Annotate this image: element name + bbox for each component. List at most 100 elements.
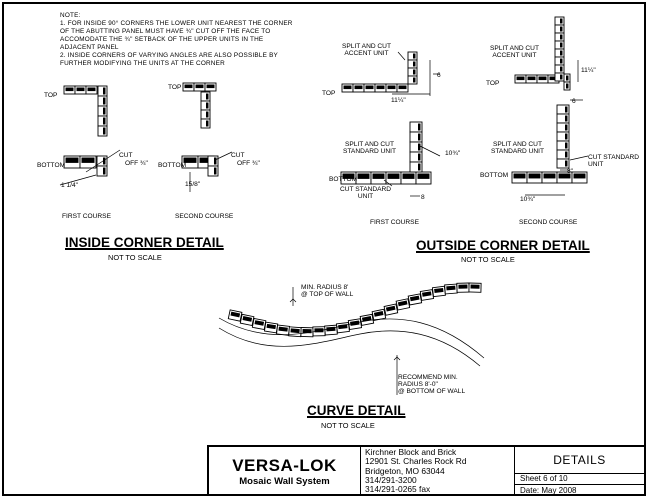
block-face xyxy=(230,311,241,318)
block-face xyxy=(418,133,421,141)
address-line: 12901 St. Charles Rock Rd xyxy=(365,456,467,467)
block-face xyxy=(413,77,416,83)
note-line: NOTE: xyxy=(60,12,81,19)
block-face xyxy=(343,85,352,90)
block-face xyxy=(103,157,106,165)
address-line: Kirchner Block and Brick xyxy=(365,447,457,457)
block-unit xyxy=(407,67,418,77)
outside-dim-1034-second: 10¾" xyxy=(520,196,536,203)
curve-bottom-line xyxy=(218,327,481,367)
block-face xyxy=(516,76,525,81)
outside-top-label-first: TOP xyxy=(322,90,336,97)
block-unit xyxy=(96,165,108,177)
break-mark xyxy=(289,298,401,361)
block-face xyxy=(566,83,569,89)
block-face xyxy=(538,76,547,81)
block-face xyxy=(278,326,288,332)
curve-block xyxy=(335,321,350,334)
block-unit xyxy=(407,75,418,85)
block-face xyxy=(417,173,430,179)
note-line: 2. INSIDE CORNERS OF VARYING ANGLES ARE … xyxy=(60,52,279,59)
curve-block xyxy=(251,317,267,331)
block-unit xyxy=(554,56,565,66)
block-face xyxy=(214,157,217,165)
note-line: FURTHER MODIFYING THE UNITS AT THE CORNE… xyxy=(60,60,225,67)
block-face xyxy=(103,117,106,125)
block-face xyxy=(413,61,416,67)
inside-dim-first: 1 1/4" xyxy=(61,182,79,189)
block-face xyxy=(560,18,563,24)
block-unit xyxy=(554,24,565,34)
block-face xyxy=(357,173,370,179)
block-unit xyxy=(207,165,219,177)
block-unit xyxy=(407,51,418,61)
block-face xyxy=(206,120,209,127)
curve-block xyxy=(431,285,446,298)
dimension-line xyxy=(59,174,97,186)
leader-line xyxy=(383,179,393,187)
block-face xyxy=(418,163,421,171)
block-face xyxy=(566,75,569,81)
curve-block xyxy=(456,282,470,293)
curve-block xyxy=(407,293,423,306)
brand-cell: VERSA-LOK Mosaic Wall System xyxy=(209,447,361,496)
outside-split-accent-second: SPLIT AND CUT ACCENT UNIT xyxy=(490,45,539,59)
block-face xyxy=(402,173,415,179)
supplier-address: Kirchner Block and Brick 12901 St. Charl… xyxy=(361,447,515,496)
block-face xyxy=(183,157,197,163)
curve-block xyxy=(347,318,363,331)
block-face xyxy=(418,143,421,151)
block-face xyxy=(565,133,568,140)
block-face xyxy=(565,115,568,122)
block-unit xyxy=(97,105,108,117)
inside-cut-off-first: OFF ¾" xyxy=(125,160,148,167)
block-face xyxy=(543,173,556,179)
block-unit xyxy=(200,100,211,111)
section-title: DETAILS xyxy=(515,447,644,474)
block-unit xyxy=(554,16,565,26)
block-unit xyxy=(200,118,211,129)
inside-cut-label-second: CUT xyxy=(231,152,245,159)
curve-block xyxy=(239,313,255,327)
outside-top-label-second: TOP xyxy=(486,80,500,87)
outside-split-standard-second: SPLIT AND CUT STANDARD UNIT xyxy=(491,141,544,155)
sheet-number: Sheet 6 of 10 xyxy=(515,473,644,485)
outside-cut-standard-second: CUT STANDARD UNIT xyxy=(588,154,640,168)
block-unit xyxy=(409,161,423,173)
curve-block xyxy=(444,283,458,295)
block-face xyxy=(103,167,106,175)
block-face xyxy=(527,76,536,81)
sheet-info: DETAILS Sheet 6 of 10 Date: May 2008 xyxy=(515,447,644,496)
block-face xyxy=(418,153,421,161)
block-face xyxy=(458,284,468,289)
block-unit xyxy=(200,91,211,102)
inside-cut-off-second: OFF ¾" xyxy=(237,160,260,167)
block-face xyxy=(103,127,106,135)
block-face xyxy=(103,97,106,105)
block-face xyxy=(81,157,95,163)
block-face xyxy=(565,142,568,149)
outside-dim-1034-first: 10¾" xyxy=(445,150,461,157)
block-unit xyxy=(554,32,565,42)
block-face xyxy=(573,173,586,179)
block-unit xyxy=(97,95,108,107)
block-face xyxy=(65,157,79,163)
block-face xyxy=(65,87,74,92)
leader-line xyxy=(397,51,406,61)
curve-block xyxy=(419,289,435,301)
block-face xyxy=(103,87,106,95)
block-face xyxy=(376,85,385,90)
block-face xyxy=(206,102,209,109)
block-face xyxy=(290,328,300,334)
leader-line xyxy=(214,151,233,161)
block-face xyxy=(565,124,568,131)
block-face xyxy=(513,173,526,179)
inside-bottom-label-first: BOTTOM xyxy=(37,162,66,169)
inside-dim-second: 15/8" xyxy=(185,181,201,188)
note-line: ACCOMODATE THE ¾" SETBACK OF THE UPPER U… xyxy=(60,36,264,43)
inside-corner-title: INSIDE CORNER DETAIL xyxy=(65,235,224,250)
curve-recommend-note: RECOMMEND MIN. RADIUS 8'-0" @ BOTTOM OF … xyxy=(398,374,466,395)
outside-dim-8-second: 8" xyxy=(567,168,574,175)
curve-not-to-scale: NOT TO SCALE xyxy=(321,421,375,430)
